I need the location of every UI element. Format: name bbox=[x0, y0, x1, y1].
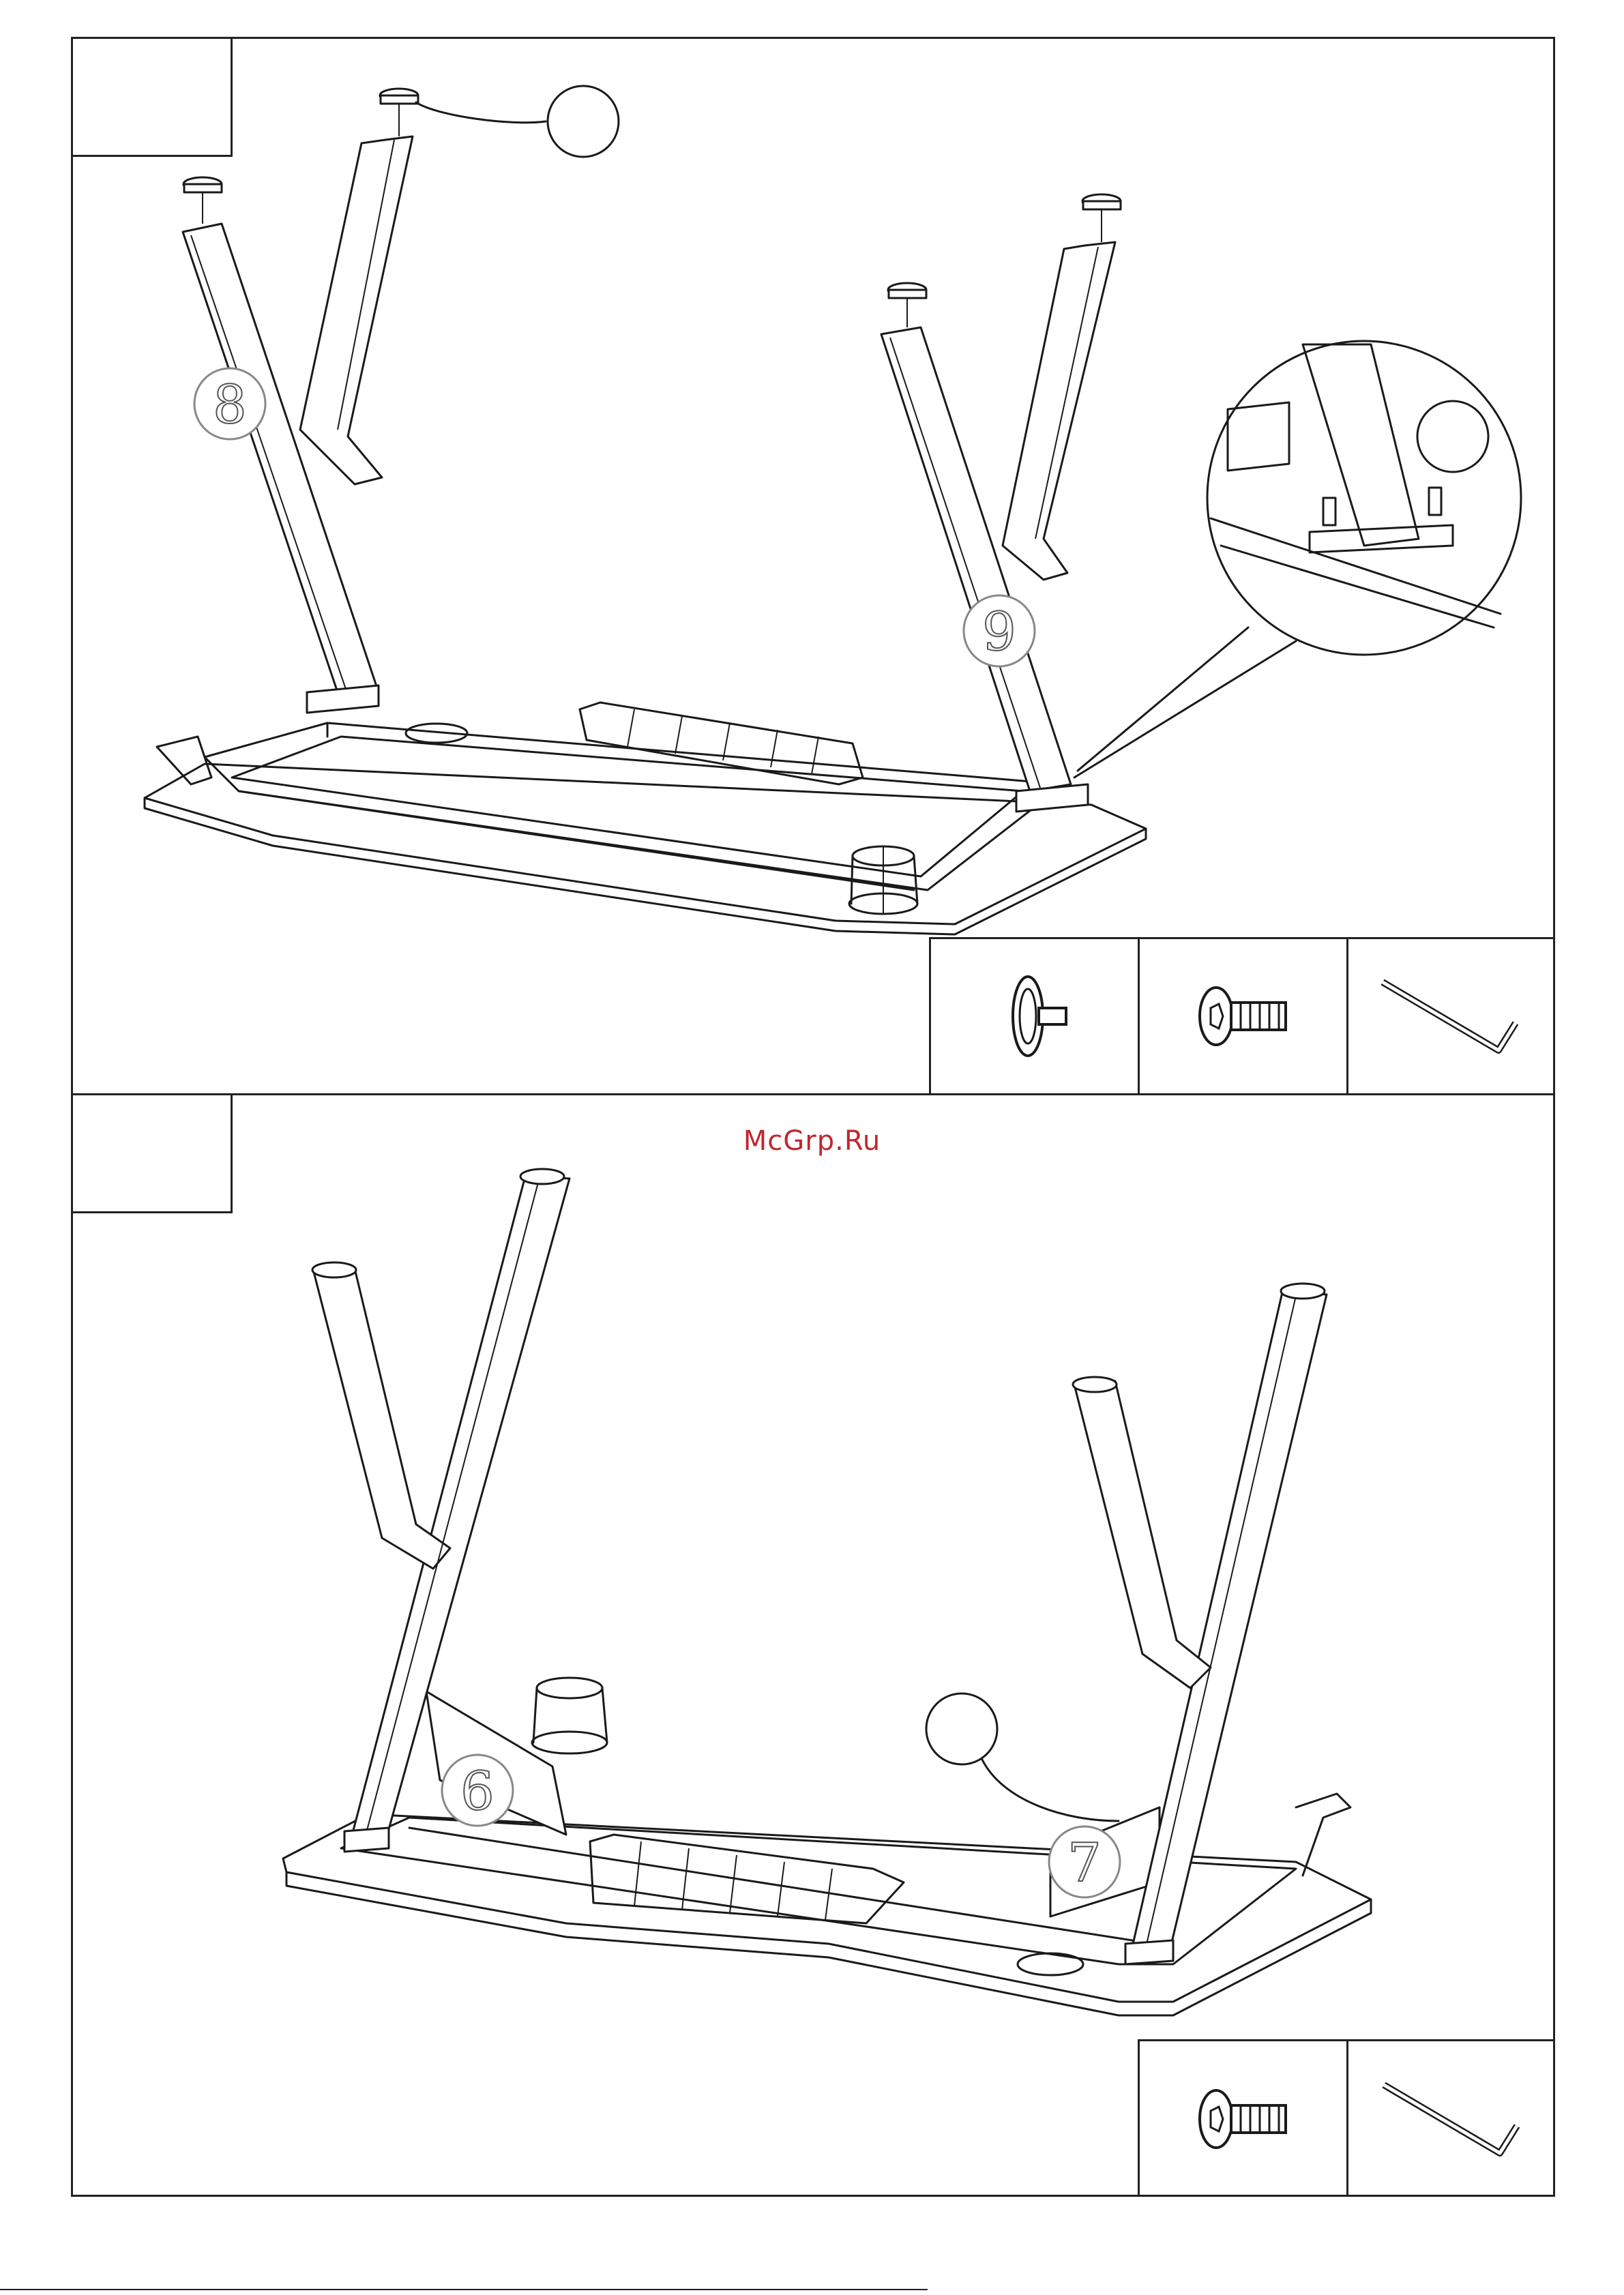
cup-holder-bottom bbox=[532, 1678, 607, 1753]
callout-blank-bottom bbox=[926, 1693, 1119, 1821]
part-cell-allen-key bbox=[1346, 2039, 1555, 2197]
callout-7: 7 bbox=[1049, 1826, 1120, 1897]
callout-6: 6 bbox=[442, 1755, 513, 1826]
part-cell-hex-bolt bbox=[1138, 2039, 1346, 2197]
parts-list-bottom bbox=[1138, 2039, 1555, 2197]
hex-bolt-icon bbox=[1196, 2085, 1291, 2153]
callout-6-number: 6 bbox=[460, 1761, 494, 1822]
allen-key-icon bbox=[1377, 2071, 1527, 2167]
callout-7-number: 7 bbox=[1067, 1833, 1102, 1894]
footer-rule bbox=[0, 2289, 928, 2290]
